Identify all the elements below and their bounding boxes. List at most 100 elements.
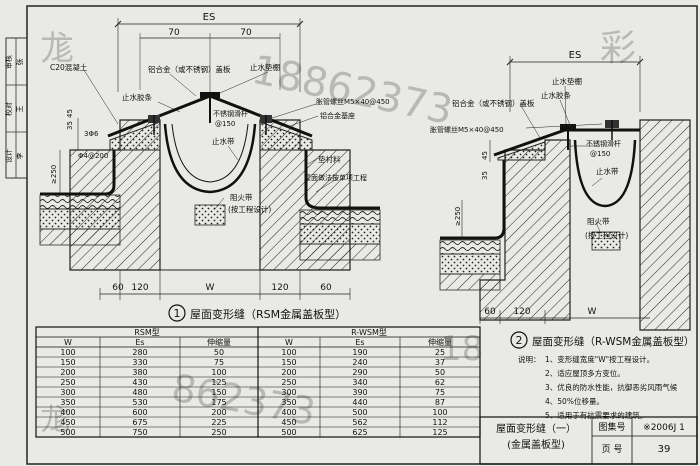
dim-35: 35: [66, 121, 74, 130]
table-cell: 87: [435, 398, 445, 407]
right-wall-2: [639, 119, 691, 331]
left-wall-2: [479, 139, 571, 321]
dim-bottom-120-left: 120: [131, 283, 148, 293]
stamp-cell: 审核: [4, 55, 13, 69]
label-band: 止水带: [212, 136, 235, 146]
atlas-value: ※2006J 1: [643, 423, 685, 433]
table-group-rwsm: R-WSM型: [351, 328, 387, 337]
label-water-pad: 止水垫棚: [250, 62, 280, 72]
label-rubber: 止水胶条: [122, 92, 152, 102]
table-cell: 400: [60, 408, 75, 417]
watermark: 尨: [40, 403, 70, 438]
table-cell: 250: [60, 378, 75, 387]
table-cell: 390: [352, 388, 367, 397]
table-cell: 150: [211, 388, 226, 397]
dim-35-2: 35: [481, 171, 489, 180]
watermark: 18: [440, 329, 483, 369]
label-band-2: 止水带: [596, 166, 619, 176]
table-cell: 100: [211, 368, 226, 377]
page-label: 页 号: [602, 444, 623, 455]
label-water-pad-2: 止水垫棚: [552, 76, 582, 86]
table-cell: 480: [132, 388, 147, 397]
table-cell: 300: [281, 388, 296, 397]
table-cell: 350: [60, 398, 75, 407]
table-cell: 330: [132, 358, 147, 367]
label-pad: 垫衬料: [318, 154, 341, 164]
table-cell: 450: [281, 418, 296, 427]
table-cell: 37: [435, 358, 445, 367]
label-rod-spacing: @150: [215, 120, 235, 128]
table-header: Es: [135, 338, 144, 347]
table-cell: 200: [60, 368, 75, 377]
table-cell: 75: [214, 358, 224, 367]
stamp-cell: 李: [15, 153, 24, 160]
watermark: 尨: [40, 29, 74, 69]
detail-1-number-circle: [168, 304, 186, 322]
table-cell: 100: [281, 348, 296, 357]
table-cell: 350: [281, 398, 296, 407]
notes-block: 说明： 1、变形缝宽度"W"按工程设计。 2、适应屋顶多方变位。 3、优良的防水…: [518, 354, 678, 420]
sheet-border: [26, 5, 698, 465]
page-value: 39: [658, 444, 671, 455]
table-cell: 380: [132, 368, 147, 377]
dim-bottom-120-2: 120: [513, 307, 530, 317]
table-cell: 280: [132, 348, 147, 357]
dim-bottom-w: W: [206, 283, 215, 293]
label-cover: 铝合金（或不锈钢）盖板: [148, 64, 231, 74]
table-cell: 150: [60, 358, 75, 367]
stamp-column: 审核 校对 设计 张 王 李: [4, 37, 28, 179]
table-group-rsm: RSM型: [134, 328, 160, 337]
table-cell: 100: [432, 408, 447, 417]
note-item: 4、50%位移量。: [545, 396, 604, 406]
detail-2-number: 2: [516, 334, 523, 347]
dim-bottom-120-right: 120: [271, 283, 288, 293]
stamp-cell: 校对: [4, 102, 13, 116]
table-cell: 750: [132, 428, 147, 437]
table-cell: 62: [435, 378, 445, 387]
label-fire-note: (按工程设计): [228, 204, 271, 214]
label-rubber-2: 止水胶条: [541, 90, 571, 100]
table-cell: 150: [281, 358, 296, 367]
dim-bottom-60-right: 60: [320, 283, 332, 293]
dim-250: ≥250: [50, 165, 58, 184]
fire-stop: [194, 204, 226, 226]
table-cell: 440: [352, 398, 367, 407]
table-cell: 500: [281, 428, 296, 437]
table-cell: 50: [435, 368, 445, 377]
table-cell: 225: [211, 418, 226, 427]
label-rebar-2: Φ4@200: [78, 152, 108, 160]
left-insulation: [39, 194, 121, 210]
stamp-cell: 王: [16, 106, 24, 113]
title-line-2: (金属盖板型): [507, 438, 565, 451]
dim-45: 45: [66, 109, 74, 118]
note-item: 3、优良的防水性能，抗御恶劣风雨气候: [545, 382, 678, 392]
label-rod-spacing-2: @150: [590, 150, 610, 158]
dim-es-label: ES: [203, 12, 216, 23]
table-cell: 450: [60, 418, 75, 427]
detail-1-number: 1: [174, 307, 181, 320]
label-concrete: C20混凝土: [50, 62, 88, 72]
table-cell: 200: [281, 368, 296, 377]
table-cell: 500: [352, 408, 367, 417]
table-header: 伸缩量: [428, 337, 452, 347]
table-header: W: [64, 338, 72, 347]
dim-70-left: 70: [168, 28, 180, 38]
label-fire-band: 阻火带: [230, 193, 253, 202]
detail-1-drawing: ES 70 70: [39, 12, 390, 322]
table-cell: 125: [432, 428, 447, 437]
table-header: Es: [355, 338, 364, 347]
table-cell: 25: [435, 348, 445, 357]
label-fire-note-2: (按工程设计): [585, 230, 628, 240]
table-cell: 250: [281, 378, 296, 387]
table-cell: 250: [211, 428, 226, 437]
note-item: 1、变形缝宽度"W"按工程设计。: [545, 354, 654, 364]
label-base: 铝合金基座: [320, 111, 355, 120]
dim-bottom-w-2: W: [588, 307, 597, 317]
detail-2-title: 屋面变形缝（R-WSM金属盖板型）: [532, 335, 694, 348]
atlas-label: 图集号: [598, 421, 625, 433]
dim-bottom-60-2: 60: [484, 307, 496, 317]
